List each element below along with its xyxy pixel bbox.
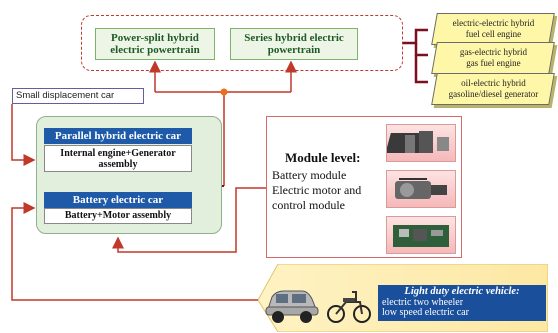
parallel-subtitle: Internal engine+Generator assembly: [44, 145, 192, 172]
electric-car-icon: [265, 290, 319, 323]
control-module-image: [386, 216, 456, 254]
hybrid-card-label: electric-electric hybrid fuel cell engin…: [452, 18, 535, 39]
hybrid-card: oil-electric hybrid gasoline/diesel gene…: [431, 73, 555, 105]
link-to-card-1: [403, 28, 428, 45]
link-to-card-3: [414, 55, 428, 84]
arrow-light-duty: [11, 202, 262, 301]
series-label: Series hybrid electric powertrain: [244, 32, 344, 56]
module-line: Battery module: [272, 168, 347, 182]
light-duty-line: low speed electric car: [382, 307, 469, 318]
motor-module-image: [386, 170, 456, 208]
battery-subtitle: Battery+Motor assembly: [44, 208, 192, 224]
link-to-card-2: [414, 43, 428, 57]
parallel-title: Parallel hybrid electric car: [44, 128, 192, 144]
light-duty-title: Light duty electric vehicle:: [404, 286, 520, 297]
power-split-box: Power-split hybrid electric powertrain: [95, 28, 215, 60]
battery-module-image: [385, 124, 456, 162]
hybrid-powertrain-group: [81, 15, 403, 71]
arrow-small-car: [11, 104, 36, 166]
control-board-icon: [393, 225, 449, 247]
small-car-label: Small displacement car: [16, 90, 115, 101]
hybrid-card: electric-electric hybrid fuel cell engin…: [431, 13, 555, 45]
module-line: Electric motor and: [272, 183, 362, 197]
battery-module-icon: [385, 131, 449, 153]
small-car-box: Small displacement car: [12, 88, 144, 104]
light-duty-line: electric two wheeler: [382, 296, 464, 308]
series-box: Series hybrid electric powertrain: [230, 28, 358, 60]
electric-motor-icon: [395, 178, 447, 199]
junction-dot: [220, 88, 228, 96]
module-line: control module: [272, 198, 345, 212]
hybrid-card-label: oil-electric hybrid gasoline/diesel gene…: [448, 78, 539, 99]
electric-two-wheeler-icon: [327, 291, 371, 323]
hybrid-card-label: gas-electric hybrid gas fuel engine: [459, 47, 528, 68]
hybrid-card: gas-electric hybrid gas fuel engine: [431, 42, 555, 74]
light-duty-box: Light duty electric vehicle: electric tw…: [378, 285, 546, 321]
power-split-label: Power-split hybrid electric powertrain: [110, 32, 200, 56]
module-title: Module level:: [285, 150, 361, 165]
arrow-module: [112, 187, 266, 253]
battery-title: Battery electric car: [44, 192, 192, 208]
